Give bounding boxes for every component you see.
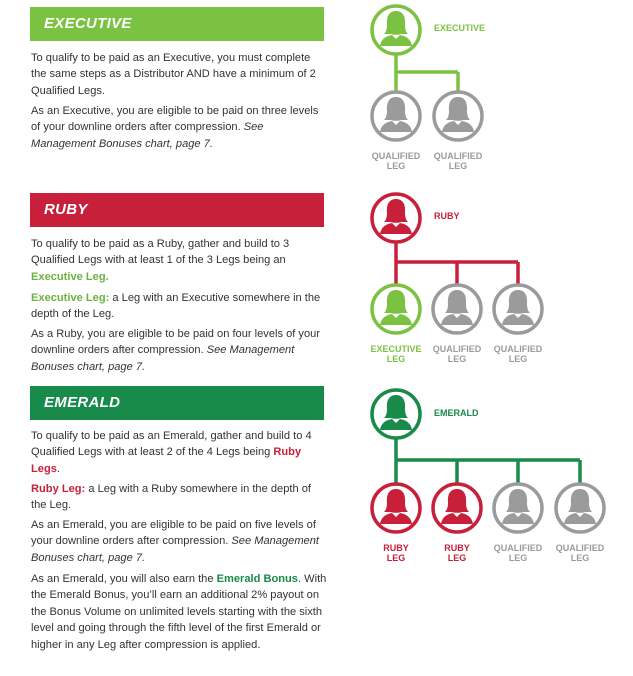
ruby-leg-definition-body: a Leg with a Ruby somewhere in the depth… [31,483,311,512]
emerald-connectors [394,436,582,484]
leg-label-line2: LEG [509,553,528,563]
executive-leg-node [370,283,422,335]
leg-label-line1: RUBY [383,543,409,553]
ruby-diagram: RUBY EXECUTIVE LEG QUALIFIED LEG QUALIFI… [370,192,544,364]
ruby-leg-term: Ruby Leg: [31,483,86,495]
ruby-eligibility-body: As a Ruby, you are eligible to be paid o… [31,328,321,357]
ruby-qualify-body: To qualify to be paid as a Ruby, gather … [31,238,290,267]
executive-banner: EXECUTIVE [30,7,324,41]
qualified-leg-node [492,283,544,335]
qualified-leg-node [370,90,422,142]
qualified-leg-node [492,482,544,534]
emerald-qualify-end: . [56,462,60,475]
emerald-bonus-text: As an Emerald, you will also earn the Em… [31,571,327,653]
leg-label-line2: LEG [448,553,467,563]
executive-leg-definition-body: a Leg with an Executive somewhere in the… [31,292,321,321]
emerald-bonus-intro: As an Emerald, you will also earn the [31,573,217,585]
executive-chart-reference: See Management Bonuses chart, page 7. [31,121,264,150]
ruby-eligibility-text: As a Ruby, you are eligible to be paid o… [31,326,327,375]
executive-eligibility-text: As an Executive, you are eligible to be … [31,103,327,152]
emerald-chart-reference: See Management Bonuses chart, page 7. [31,535,319,564]
executive-eligibility-body: As an Executive, you are eligible to be … [31,105,319,134]
emerald-bonus-body: . With the Emerald Bonus, you’ll earn an… [31,573,327,651]
emerald-node-label: EMERALD [434,408,479,418]
leg-label-line2: LEG [449,161,468,171]
emerald-eligibility-text: As an Emerald, you are eligible to be pa… [31,517,327,566]
leg-label-line1: QUALIFIED [433,344,482,354]
emerald-bonus-highlight: Emerald Bonus [216,573,298,585]
emerald-eligibility-body: As an Emerald, you are eligible to be pa… [31,519,316,548]
ruby-leg-definition: Ruby Leg: a Leg with a Ruby somewhere in… [31,481,327,514]
leg-label-line1: QUALIFIED [434,151,483,161]
leg-label-line1: EXECUTIVE [370,344,421,354]
leg-label-line1: QUALIFIED [372,151,421,161]
executive-diagram: EXECUTIVE QUALIFIED LEG QUALIFIED LEG [370,4,485,171]
emerald-diagram: EMERALD RUBY LEG RUBY LEG QUALIFIED LEG … [370,388,606,563]
executive-node [370,4,422,56]
executive-qualify-text: To qualify to be paid as an Executive, y… [31,52,316,97]
ruby-leg-node [370,482,422,534]
qualified-leg-node [431,283,483,335]
leg-label-line2: LEG [387,161,406,171]
ruby-node [370,192,422,244]
executive-leg-term: Executive Leg: [31,292,110,304]
ruby-qualify-text: To qualify to be paid as a Ruby, gather … [31,236,327,285]
executive-leg-definition: Executive Leg: a Leg with an Executive s… [31,290,327,323]
leg-label-line2: LEG [509,354,528,364]
ruby-leg-node [431,482,483,534]
executive-leg-highlight: Executive Leg. [31,270,109,283]
qualified-leg-node [432,90,484,142]
leg-label-line1: QUALIFIED [494,543,543,553]
leg-label-line2: LEG [448,354,467,364]
leg-label-line2: LEG [571,553,590,563]
ruby-connectors [394,241,520,286]
leg-label-line1: QUALIFIED [556,543,605,553]
emerald-qualify-text: To qualify to be paid as an Emerald, gat… [31,428,327,477]
leg-label-line2: LEG [387,354,406,364]
ruby-legs-highlight: Ruby Legs [31,446,302,475]
qualified-leg-node [554,482,606,534]
emerald-banner: EMERALD [30,386,324,420]
leg-label-line2: LEG [387,553,406,563]
leg-label-line1: RUBY [444,543,470,553]
ruby-node-label: RUBY [434,211,460,221]
ruby-chart-reference: See Management Bonuses chart, page 7. [31,344,295,373]
ruby-banner: RUBY [30,193,324,227]
emerald-node [370,388,422,440]
executive-node-label: EXECUTIVE [434,23,485,33]
emerald-qualify-body: To qualify to be paid as an Emerald, gat… [31,430,312,459]
executive-connectors [394,54,460,92]
leg-label-line1: QUALIFIED [494,344,543,354]
